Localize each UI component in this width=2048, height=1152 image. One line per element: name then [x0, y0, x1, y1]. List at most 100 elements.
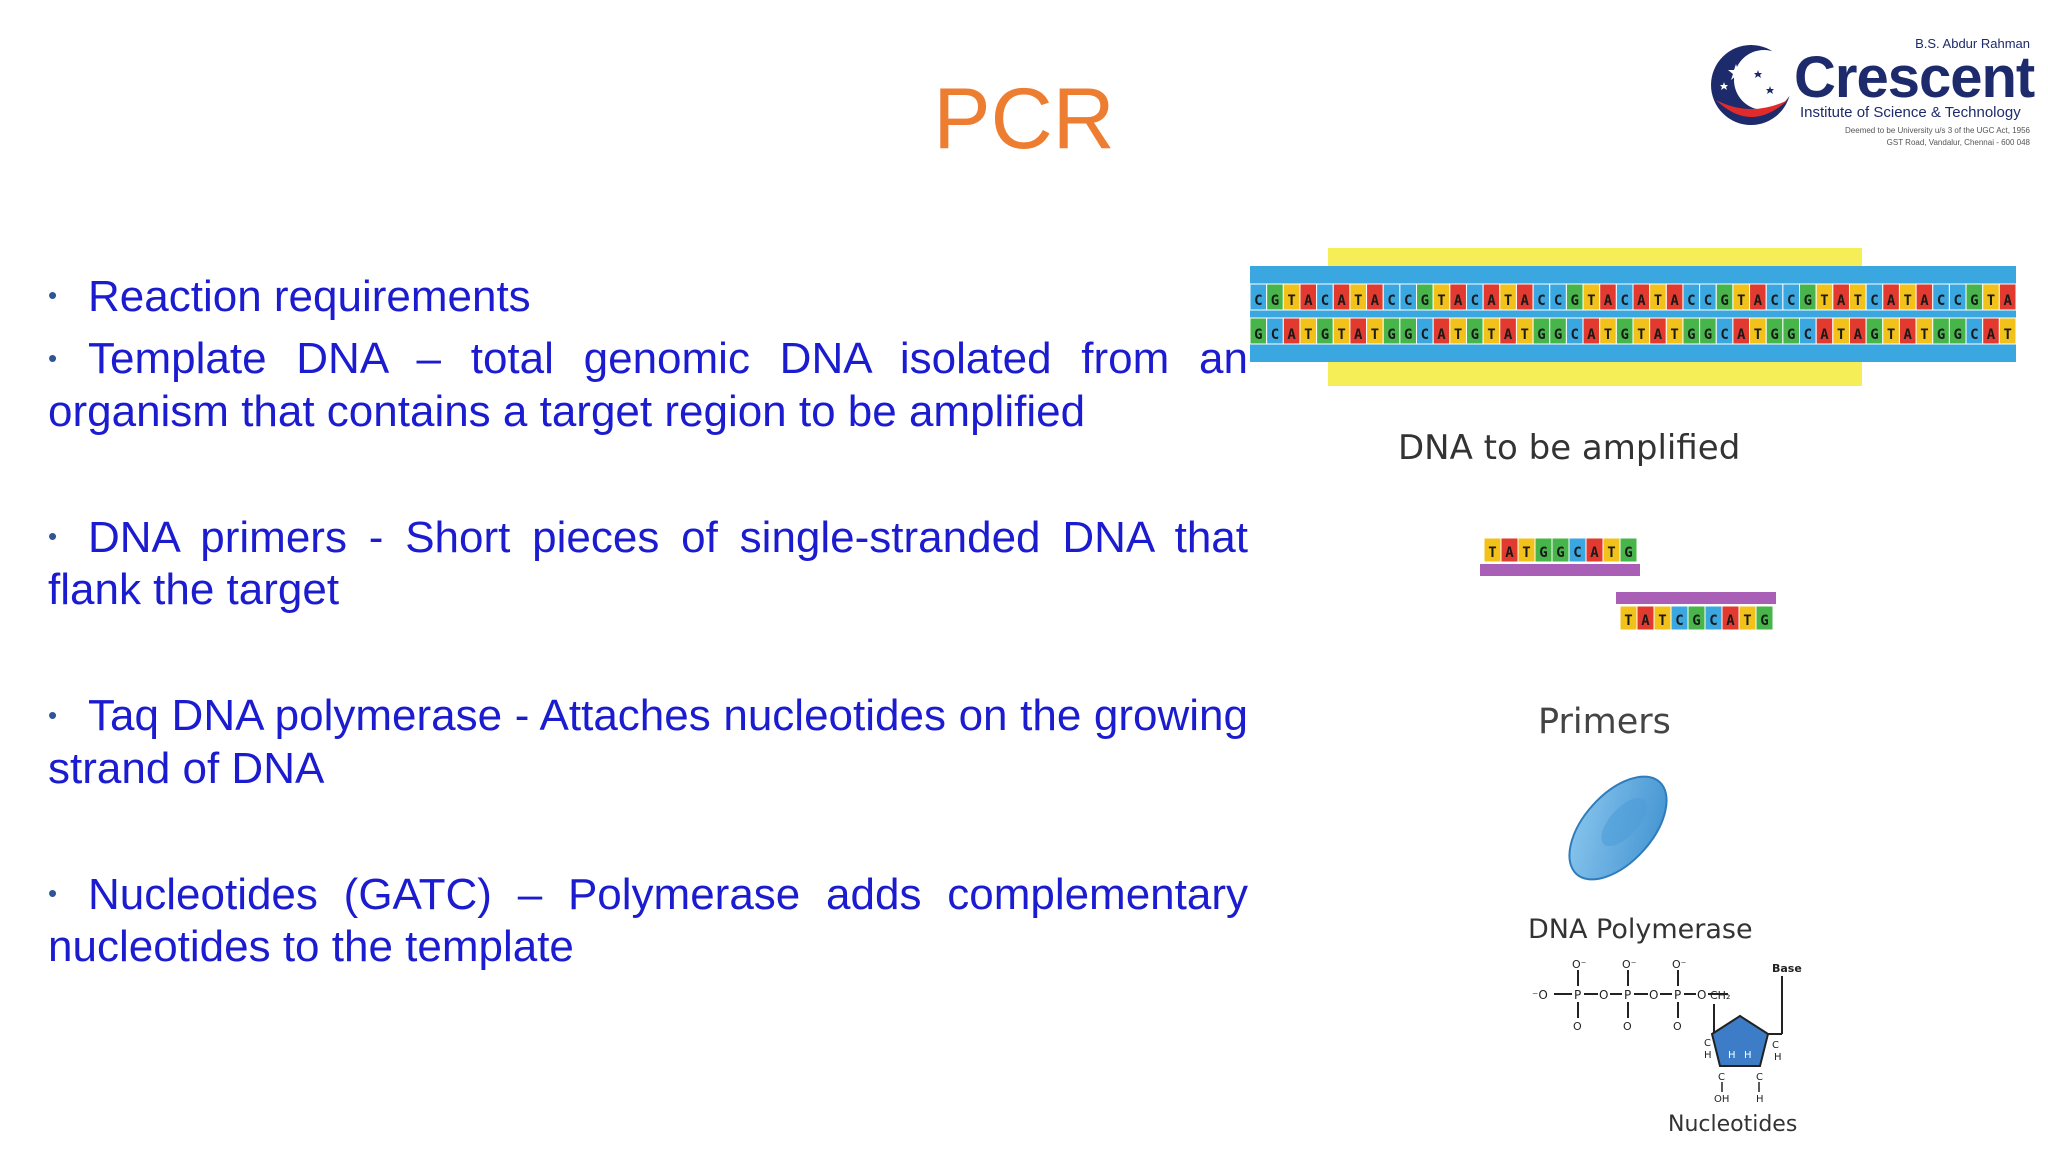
top-strand-base: A — [1449, 283, 1467, 311]
bottom-strand-base: T — [1449, 317, 1467, 345]
chem-o-minus-left: ⁻O — [1532, 988, 1548, 1002]
primer-bottom-base: C — [1704, 605, 1723, 631]
bottom-strand-base: G — [1932, 317, 1950, 345]
slide-title: PCR — [933, 71, 1115, 167]
svg-text:T: T — [1754, 327, 1762, 343]
svg-text:G: G — [1421, 293, 1429, 309]
svg-text:G: G — [1620, 327, 1628, 343]
svg-text:T: T — [1604, 327, 1612, 343]
svg-text:A: A — [1587, 327, 1596, 343]
svg-text:A: A — [1754, 293, 1763, 309]
top-strand-base: A — [1332, 283, 1351, 311]
svg-text:C: C — [1570, 327, 1578, 343]
svg-text:T: T — [1454, 327, 1462, 343]
top-strand-base: A — [1599, 283, 1617, 311]
top-strand-base: T — [1732, 283, 1751, 311]
svg-text:T: T — [1854, 293, 1862, 309]
svg-text:C: C — [1970, 327, 1978, 343]
chem-p: P — [1674, 988, 1681, 1002]
bottom-strand-base: A — [1349, 317, 1368, 345]
svg-text:G: G — [1760, 613, 1768, 629]
svg-text:C: C — [1787, 293, 1795, 309]
svg-text:T: T — [2003, 327, 2011, 343]
svg-text:A: A — [1487, 293, 1496, 309]
bullet-item: •Nucleotides (GATC) – Polymerase adds co… — [48, 870, 1248, 972]
svg-text:G: G — [1804, 293, 1812, 309]
svg-text:A: A — [1820, 327, 1829, 343]
top-strand-base: C — [1782, 283, 1801, 311]
svg-text:A: A — [1604, 293, 1613, 309]
chem-oh: OH — [1714, 1094, 1729, 1105]
bottom-strand-base: G — [1465, 317, 1484, 345]
primer-top-base: G — [1534, 537, 1553, 563]
top-strand-base: G — [1715, 283, 1734, 311]
svg-text:T: T — [1437, 293, 1445, 309]
bottom-strand-base: G — [1549, 317, 1567, 345]
bottom-strand-base: A — [1649, 317, 1667, 345]
top-strand-base: C — [1249, 283, 1268, 311]
primer-bottom-base: T — [1619, 605, 1638, 631]
dna-label: DNA to be amplified — [1398, 428, 1741, 468]
svg-text:G: G — [1692, 613, 1700, 629]
primer-bottom-base: A — [1636, 605, 1655, 631]
svg-text:T: T — [1587, 293, 1595, 309]
svg-text:G: G — [1687, 327, 1695, 343]
svg-text:G: G — [1870, 327, 1878, 343]
svg-text:T: T — [1504, 293, 1512, 309]
top-strand-base: T — [1432, 283, 1451, 311]
primer-top-base: G — [1551, 537, 1570, 563]
bottom-strand-base: T — [1299, 317, 1318, 345]
svg-text:C: C — [1387, 293, 1395, 309]
primer-bottom-base: C — [1670, 605, 1689, 631]
bottom-strand-base: G — [1865, 317, 1884, 345]
logo-tiny-line-1: Deemed to be University u/s 3 of the UGC… — [1845, 126, 2030, 135]
svg-text:C: C — [1870, 293, 1878, 309]
bullet-text: DNA primers - Short pieces of single-str… — [48, 512, 1248, 615]
top-strand-base: C — [1399, 283, 1418, 311]
bullet-text: Nucleotides (GATC) – Polymerase adds com… — [48, 869, 1248, 971]
svg-text:T: T — [1658, 613, 1666, 629]
chem-o: O — [1673, 1020, 1682, 1033]
primer-bottom-base: G — [1755, 605, 1774, 631]
svg-text:G: G — [1570, 293, 1578, 309]
chem-p: P — [1624, 988, 1631, 1002]
bottom-strand-base: T — [1882, 317, 1900, 345]
svg-text:A: A — [1637, 293, 1646, 309]
top-strand-base: A — [1632, 283, 1651, 311]
top-strand-base: C — [1932, 283, 1950, 311]
chem-c: C — [1704, 1038, 1711, 1049]
bottom-strand-base: A — [1982, 317, 2000, 345]
top-strand-base: C — [1865, 283, 1884, 311]
bottom-strand-base: G — [1699, 317, 1717, 345]
bullet-text: Taq DNA polymerase - Attaches nucleotide… — [48, 691, 1248, 793]
svg-text:A: A — [1454, 293, 1463, 309]
svg-text:T: T — [1488, 545, 1496, 561]
bottom-strand-base: G — [1249, 317, 1268, 345]
svg-text:T: T — [1654, 293, 1662, 309]
svg-text:G: G — [1970, 293, 1978, 309]
top-strand-base: A — [1366, 283, 1384, 311]
svg-text:A: A — [1354, 327, 1363, 343]
primers-label: Primers — [1538, 702, 1671, 742]
top-strand-base: C — [1549, 283, 1567, 311]
bullet-dot: • — [48, 280, 58, 311]
bottom-strand-base: T — [1832, 317, 1850, 345]
top-strand-base: C — [1948, 283, 1967, 311]
svg-text:G: G — [1404, 327, 1412, 343]
bottom-strand-base: C — [1965, 317, 1984, 345]
svg-text:A: A — [1920, 293, 1929, 309]
primer-top-base: G — [1619, 537, 1638, 563]
primer-top-base: C — [1568, 537, 1587, 563]
svg-text:A: A — [1854, 327, 1863, 343]
svg-text:T: T — [1887, 327, 1895, 343]
chem-o: O — [1573, 1020, 1582, 1033]
svg-text:C: C — [1675, 613, 1683, 629]
chem-o: O — [1697, 988, 1706, 1002]
svg-text:C: C — [1254, 293, 1262, 309]
svg-text:G: G — [1720, 293, 1728, 309]
svg-text:G: G — [1271, 293, 1279, 309]
svg-text:G: G — [1387, 327, 1395, 343]
bottom-strand-base: C — [1416, 317, 1434, 345]
svg-text:A: A — [1590, 545, 1599, 561]
crescent-logo: B.S. Abdur Rahman Crescent Institute of … — [1708, 36, 2038, 156]
